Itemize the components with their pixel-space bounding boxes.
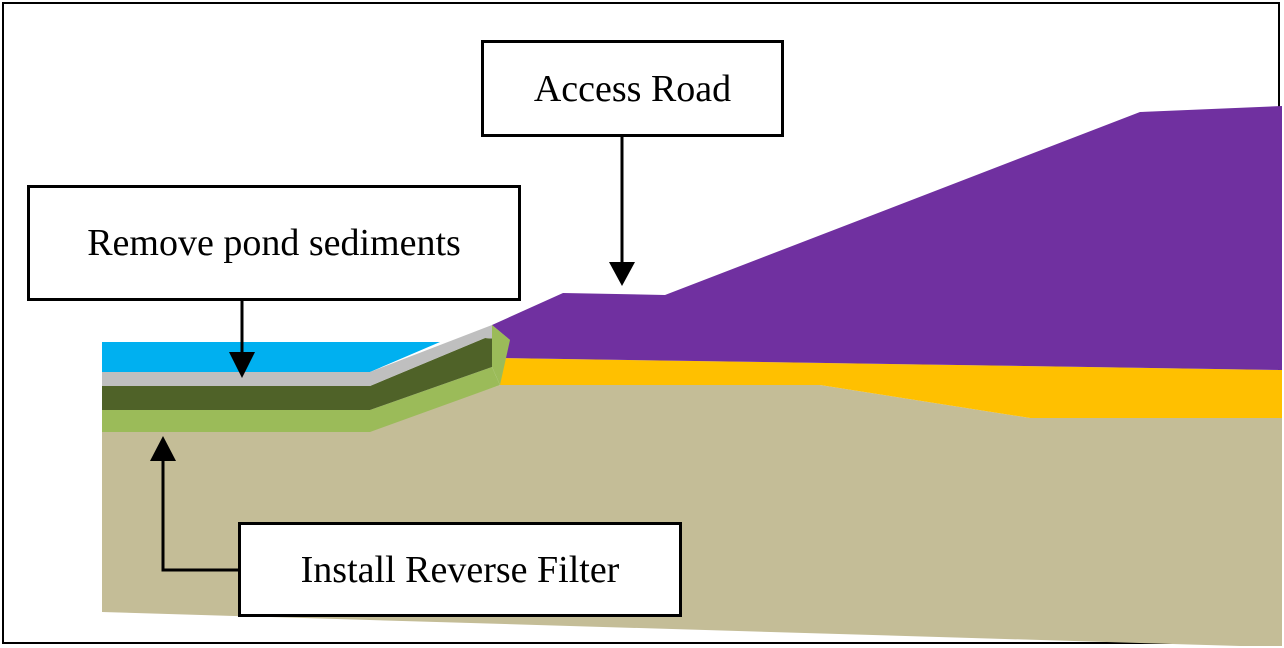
- remove-sediments-label: Remove pond sediments: [27, 185, 521, 301]
- slope-filter-edge: [492, 325, 510, 385]
- sediment-layer: [102, 325, 510, 386]
- dam-body: [492, 106, 1282, 370]
- reverse-filter-layer: [102, 367, 500, 432]
- filter-arrowhead: [150, 436, 176, 461]
- access-road-label: Access Road: [481, 40, 784, 137]
- access-road-arrowhead: [609, 262, 635, 286]
- dark-layer: [102, 338, 510, 410]
- foundation-layer: [500, 358, 1282, 418]
- filter-arrow-line: [161, 458, 242, 572]
- sediments-arrowhead: [229, 352, 255, 378]
- reverse-filter-label: Install Reverse Filter: [238, 522, 682, 617]
- pond-water: [102, 342, 440, 372]
